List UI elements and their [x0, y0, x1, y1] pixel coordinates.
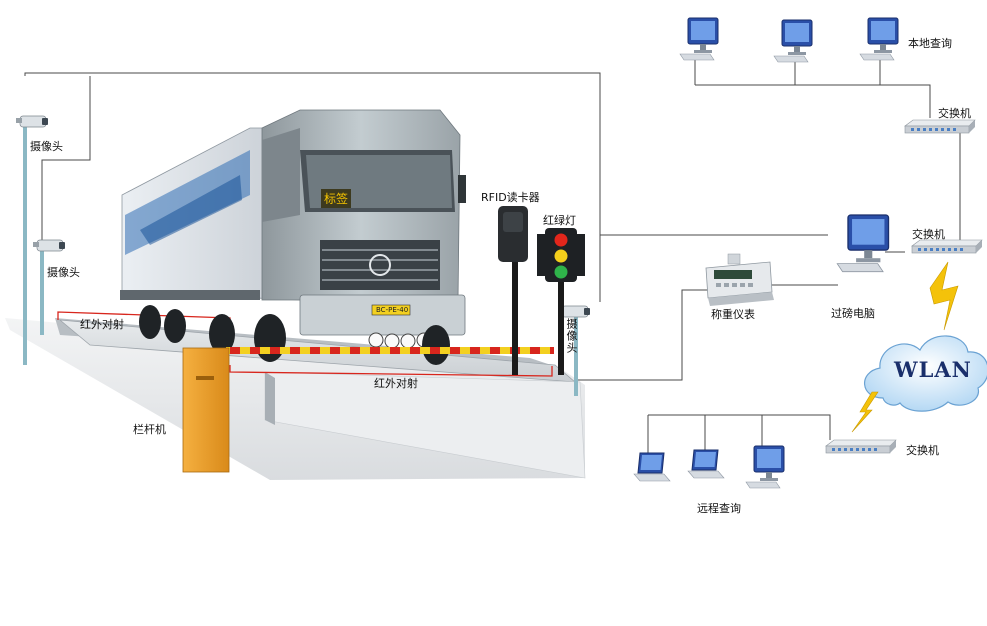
camera-label-1: 摄像头	[30, 140, 63, 153]
weighing-indicator-icon	[705, 253, 774, 306]
switch-label-1: 交换机	[938, 107, 971, 120]
network-wiring	[24, 60, 961, 455]
traffic-light-label: 红绿灯	[543, 214, 576, 227]
ir-sensor-label-1: 红外对射	[80, 318, 124, 331]
camera-icon-1	[15, 115, 49, 128]
barrier-gate-label: 栏杆机	[133, 423, 166, 436]
vehicle-tag-label: 标签	[321, 189, 352, 208]
wlan-cloud-icon	[864, 335, 987, 412]
weighing-indicator-label: 称重仪表	[711, 308, 755, 321]
weighbridge-ground	[5, 318, 586, 480]
remote-query-pc-icon	[745, 445, 785, 489]
barrier-gate-icon	[182, 347, 230, 473]
remote-query-laptop-icon-1	[633, 452, 671, 482]
local-query-label: 本地查询	[908, 37, 952, 50]
switch-label-2: 交换机	[912, 228, 945, 241]
camera-label-2: 摄像头	[47, 266, 80, 279]
camera-poles	[23, 125, 578, 396]
ir-sensor-label-2: 红外对射	[374, 377, 418, 390]
weighbridge-pc-label: 过磅电脑	[831, 307, 875, 320]
local-query-pc-icon-2	[773, 19, 813, 63]
remote-query-label: 远程查询	[697, 502, 741, 515]
camera-icon-2	[32, 239, 66, 252]
local-query-pc-icon-1	[679, 17, 719, 61]
local-query-pc-icon-3	[859, 17, 899, 61]
remote-query-laptop-icon-2	[687, 449, 725, 479]
wireless-lightning-icon	[851, 261, 959, 433]
switch-icon-1	[904, 119, 976, 134]
rfid-reader-icon	[498, 206, 528, 375]
weighbridge-pc-icon	[836, 214, 890, 273]
license-plate-text: BC-PE-40	[376, 306, 409, 314]
switch-label-3: 交换机	[906, 444, 939, 457]
truck-icon	[120, 109, 466, 365]
camera-label-3: 摄像头	[565, 318, 578, 354]
wlan-cloud-label: WLAN	[894, 357, 972, 382]
switch-icon-3	[825, 439, 897, 454]
rfid-reader-label: RFID读卡器	[481, 191, 540, 204]
hazard-stripe	[226, 347, 554, 354]
traffic-light-icon	[537, 228, 585, 375]
